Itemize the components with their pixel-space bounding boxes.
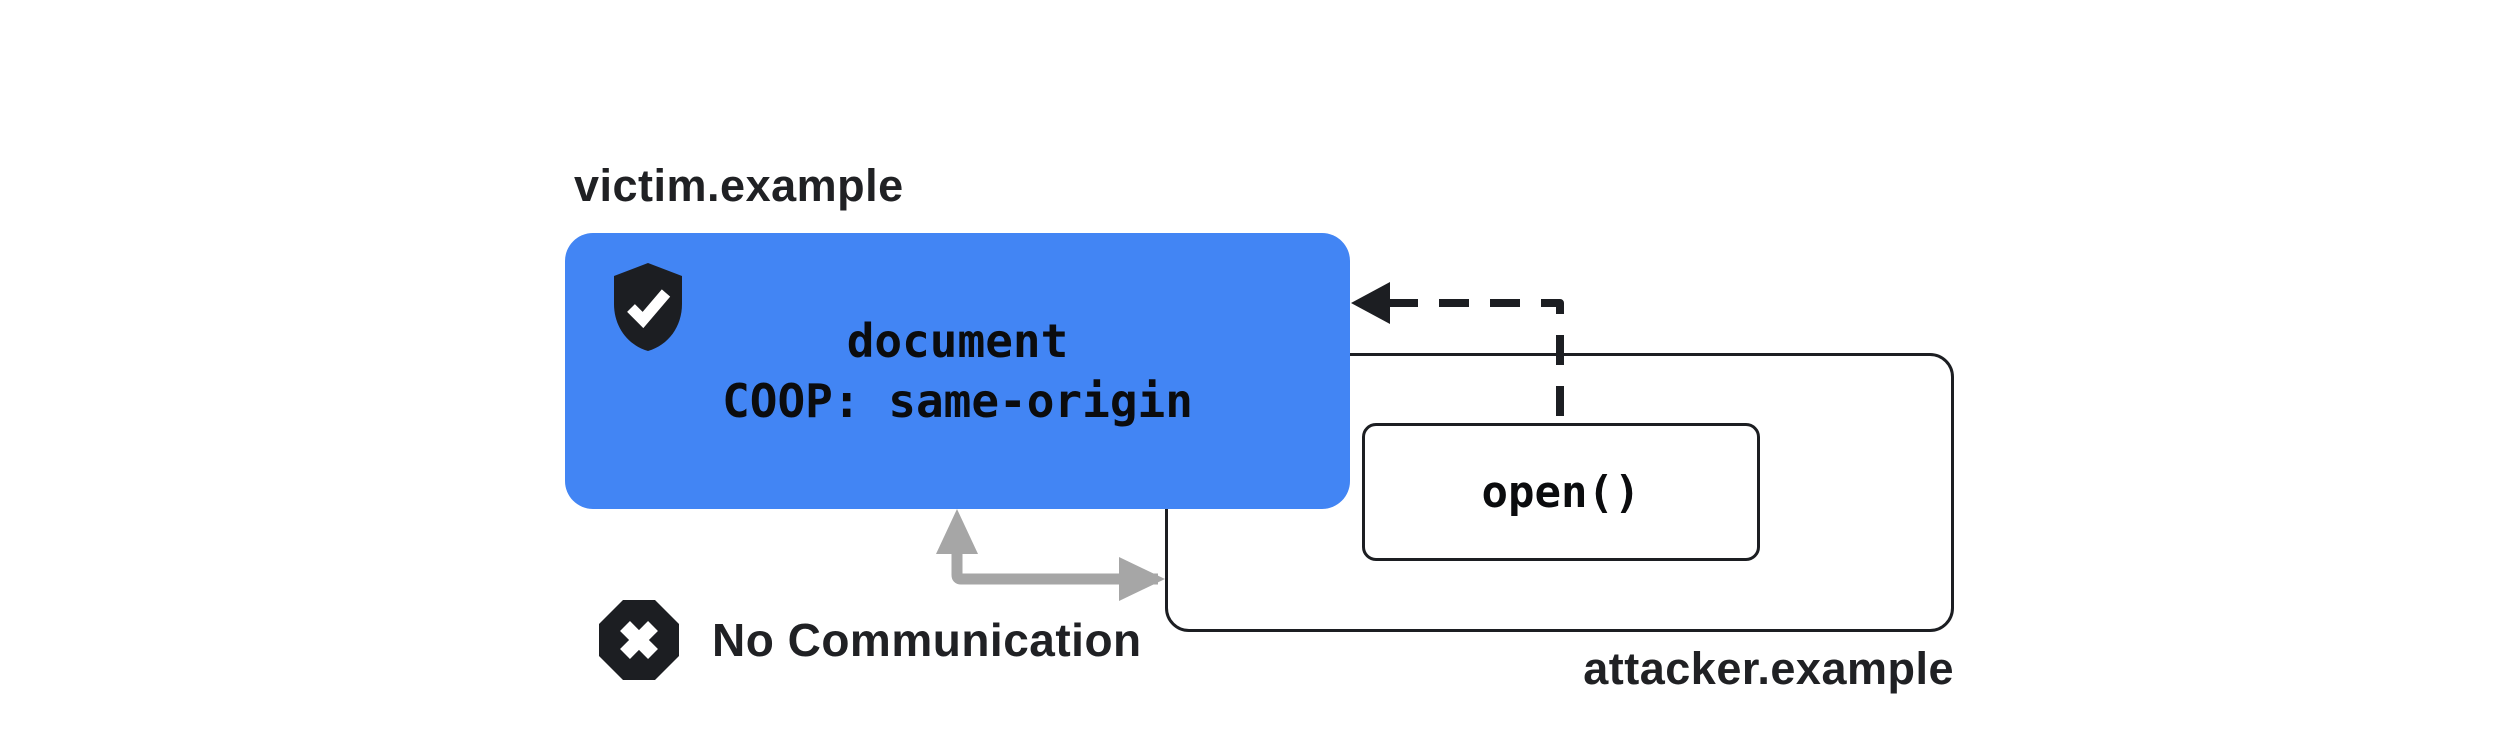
open-call-box: open() [1362, 423, 1760, 561]
dashed-opener-arrow [1351, 282, 1564, 421]
no-communication-arrow [936, 509, 1165, 601]
coop-policy-line: COOP: same-origin [722, 374, 1193, 428]
victim-document-box: document COOP: same-origin [565, 233, 1350, 509]
no-communication-label: No Communication [712, 614, 1142, 666]
shield-check-icon [614, 263, 682, 351]
no-communication-annotation: No Communication [596, 597, 1142, 683]
document-text: document COOP: same-origin [565, 233, 1350, 509]
document-line: document [846, 314, 1069, 368]
attacker-domain-label: attacker.example [1583, 643, 1954, 694]
open-call-label: open() [1481, 466, 1641, 518]
victim-domain-label: victim.example [574, 160, 904, 211]
octagon-x-icon [599, 600, 679, 680]
